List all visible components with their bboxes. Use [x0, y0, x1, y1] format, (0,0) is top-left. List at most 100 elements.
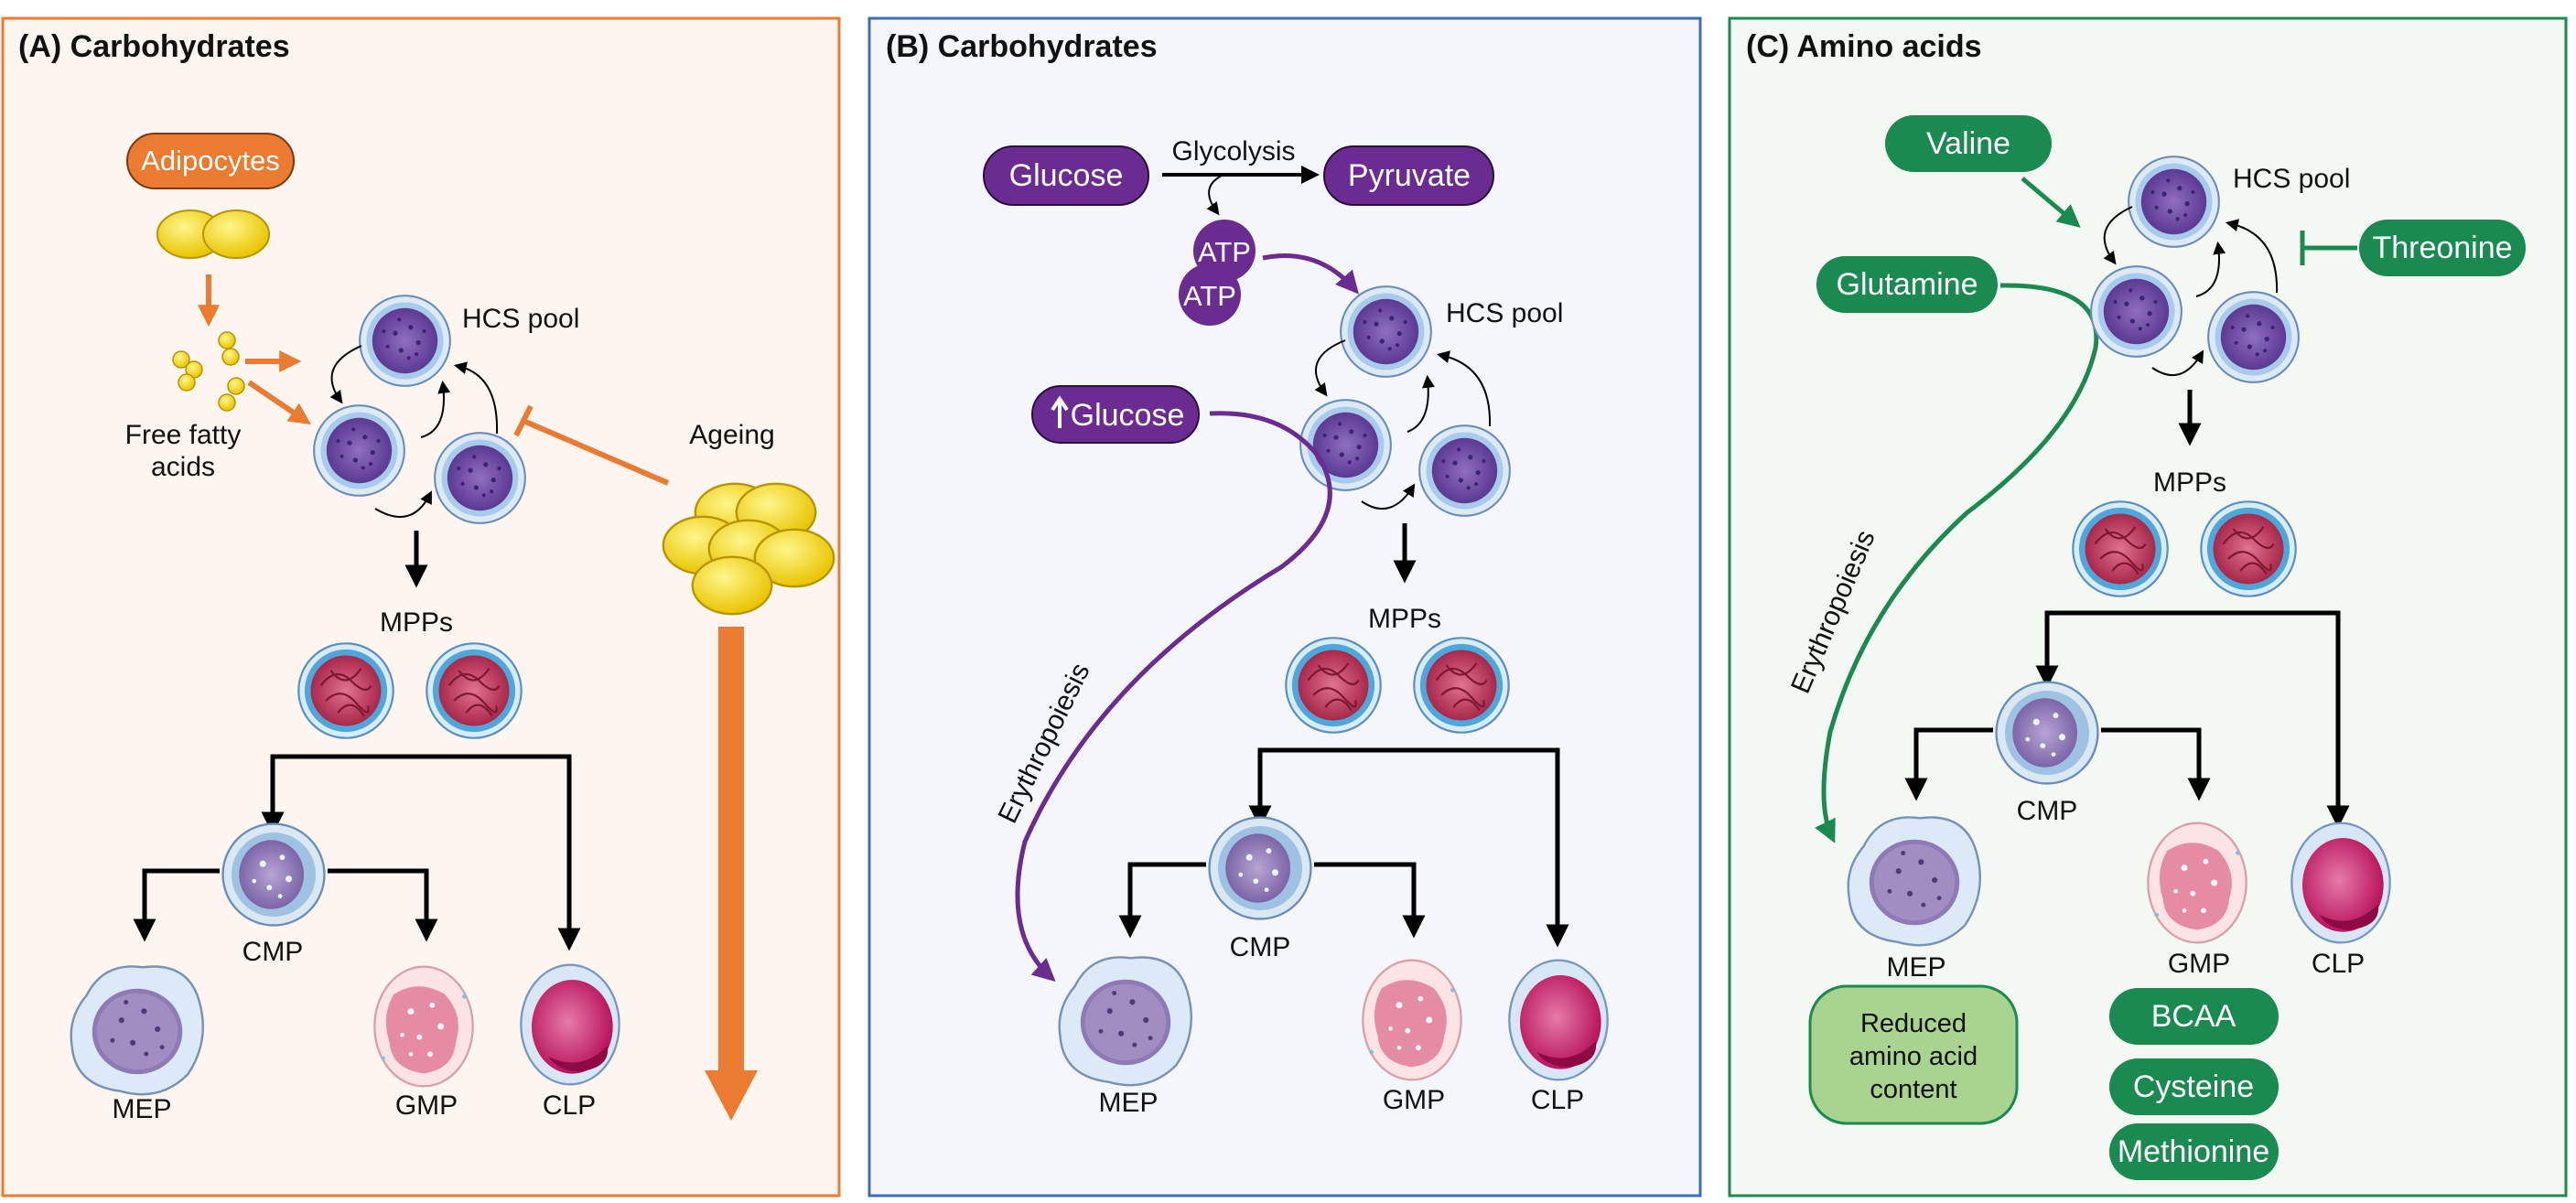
reduced-label-line1: Reduced [1860, 1009, 1967, 1038]
atp-label-1: ATP [1198, 236, 1251, 268]
ageing-trend-arrow-head [705, 1070, 758, 1121]
bcaa-label: BCAA [2151, 999, 2236, 1034]
panel-c-title: (C) Amino acids [1746, 29, 1982, 64]
up-arrow-icon [1051, 395, 1069, 428]
cmp-to-mep-arrow-c [1904, 727, 1993, 801]
mpp-cell-c2 [2200, 500, 2297, 597]
hcs-cell-b-top [1340, 285, 1432, 378]
hcs-cycle-arrow-a4 [374, 490, 432, 518]
hcs-pool-label-a: HCS pool [462, 304, 579, 334]
cmp-to-gmp-arrow-b [1314, 862, 1426, 939]
clp-label-a: CLP [543, 1090, 596, 1121]
cmp-label-a: CMP [243, 937, 304, 967]
cmp-cell-b [1208, 816, 1312, 920]
mpps-label-c: MPPs [2153, 467, 2226, 498]
reduced-label-line3: content [1870, 1075, 1956, 1104]
ageing-trend-arrow-shaft [718, 627, 744, 1075]
methionine-label: Methionine [2118, 1134, 2269, 1169]
hcs-cycle-arrow-c3 [2225, 219, 2279, 294]
clp-cell-a [520, 963, 620, 1086]
gmp-cell-c [2147, 822, 2247, 944]
mpp-branch-a [270, 754, 572, 933]
hcs-cell-c-right [2207, 291, 2300, 383]
hcs-cycle-arrow-c4 [2151, 349, 2204, 376]
glutamine-pill: Glutamine [1816, 256, 1998, 313]
gmp-cell-b [1362, 959, 1462, 1081]
glycolysis-label: Glycolysis [1171, 136, 1295, 166]
mpp-cell-b2 [1413, 637, 1510, 734]
hcs-cycle-arrow-a2 [420, 380, 451, 438]
mpp-cell-c1 [2072, 500, 2169, 597]
cmp-to-mep-arrow-a [133, 868, 220, 942]
hcs-cycle-arrow-b2 [1407, 374, 1435, 433]
cysteine-pill: Cysteine [2109, 1058, 2279, 1115]
atp-molecules: ATP ATP [1179, 220, 1256, 326]
hcs-cell-left [313, 404, 405, 497]
cysteine-label: Cysteine [2133, 1069, 2254, 1104]
hcs-cycle-arrow-c2 [2195, 241, 2226, 297]
clp-cell-c [2290, 822, 2391, 944]
cmp-label-b: CMP [1230, 932, 1291, 962]
ageing-inhibition-line [522, 418, 670, 486]
hcs-cycle-arrow-b3 [1436, 350, 1492, 427]
mpp-cell-a2 [426, 642, 523, 739]
mpps-label-b: MPPs [1368, 604, 1441, 634]
hcs-cycle-arrow-a1 [329, 345, 362, 404]
gmp-label-b: GMP [1383, 1085, 1445, 1115]
pyruvate-label: Pyruvate [1348, 158, 1471, 193]
clp-cell-b [1508, 959, 1609, 1081]
hcs-cycle-arrow-b1 [1314, 339, 1346, 397]
cmp-to-gmp-arrow-a [328, 868, 438, 942]
free-fatty-acids-label-line1: Free fatty [125, 420, 242, 450]
mpp-cell-a1 [297, 642, 394, 739]
panel-b-title: (B) Carbohydrates [886, 29, 1158, 64]
reduced-amino-acid-box: Reduced amino acid content [1808, 984, 2019, 1125]
threonine-pill: Threonine [2359, 220, 2526, 276]
hcs-cell-top [359, 295, 451, 387]
mpp-branch-c [2044, 610, 2341, 814]
hcs-cell-b-left [1299, 399, 1392, 491]
glycolysis-atp-arrow [1206, 175, 1223, 216]
bcaa-pill: BCAA [2109, 988, 2279, 1045]
panel-a-title: (A) Carbohydrates [18, 29, 290, 64]
panel-a: (A) Carbohydrates Adipocytes Free fatty … [1, 16, 841, 1198]
glucose-up-label: Glucose [1071, 398, 1185, 433]
hcs-pool-label-b: HCS pool [1446, 298, 1563, 328]
adipocytes-label: Adipocytes [141, 145, 280, 177]
cmp-to-mep-arrow-b [1118, 862, 1206, 939]
hcs-cell-right [434, 432, 526, 524]
ageing-label: Ageing [689, 420, 774, 450]
valine-arrow [2021, 177, 2081, 228]
ffa-arrow-2 [247, 380, 311, 425]
hcs-cell-c-top [2128, 156, 2220, 248]
mep-label-c: MEP [1886, 952, 1945, 983]
gmp-cell-a [373, 965, 474, 1088]
mep-label-a: MEP [112, 1094, 171, 1124]
hcs-cycle-arrow-b4 [1361, 483, 1416, 510]
valine-label: Valine [1926, 126, 2010, 161]
mpp-branch-b [1257, 747, 1560, 931]
cmp-cell-c [1995, 681, 2099, 785]
glutamine-label: Glutamine [1837, 267, 1978, 302]
cmp-cell-a [221, 822, 326, 927]
hcs-cycle-arrow-a3 [453, 361, 499, 435]
hcs-cell-c-left [2090, 265, 2183, 358]
clp-label-c: CLP [2312, 949, 2365, 979]
glucose-pill: Glucose [983, 145, 1149, 206]
hcs-cycle-arrow-c1 [2103, 206, 2133, 265]
valine-pill: Valine [1885, 115, 2052, 172]
adipocyte-cells [156, 209, 271, 260]
mep-label-b: MEP [1098, 1088, 1158, 1118]
threonine-label: Threonine [2372, 231, 2512, 265]
free-fatty-acids-label-line2: acids [151, 452, 215, 482]
reduced-label-line2: amino acid [1849, 1042, 1978, 1071]
mpp-cell-b1 [1285, 637, 1382, 734]
glucose-up-pill: Glucose [1031, 385, 1200, 444]
pyruvate-pill: Pyruvate [1323, 145, 1494, 206]
atp-label-2: ATP [1183, 280, 1236, 312]
ageing-inhibition-bar [513, 404, 534, 437]
gmp-label-c: GMP [2168, 949, 2230, 979]
glucose-label: Glucose [1009, 158, 1124, 193]
cmp-label-c: CMP [2017, 796, 2078, 826]
